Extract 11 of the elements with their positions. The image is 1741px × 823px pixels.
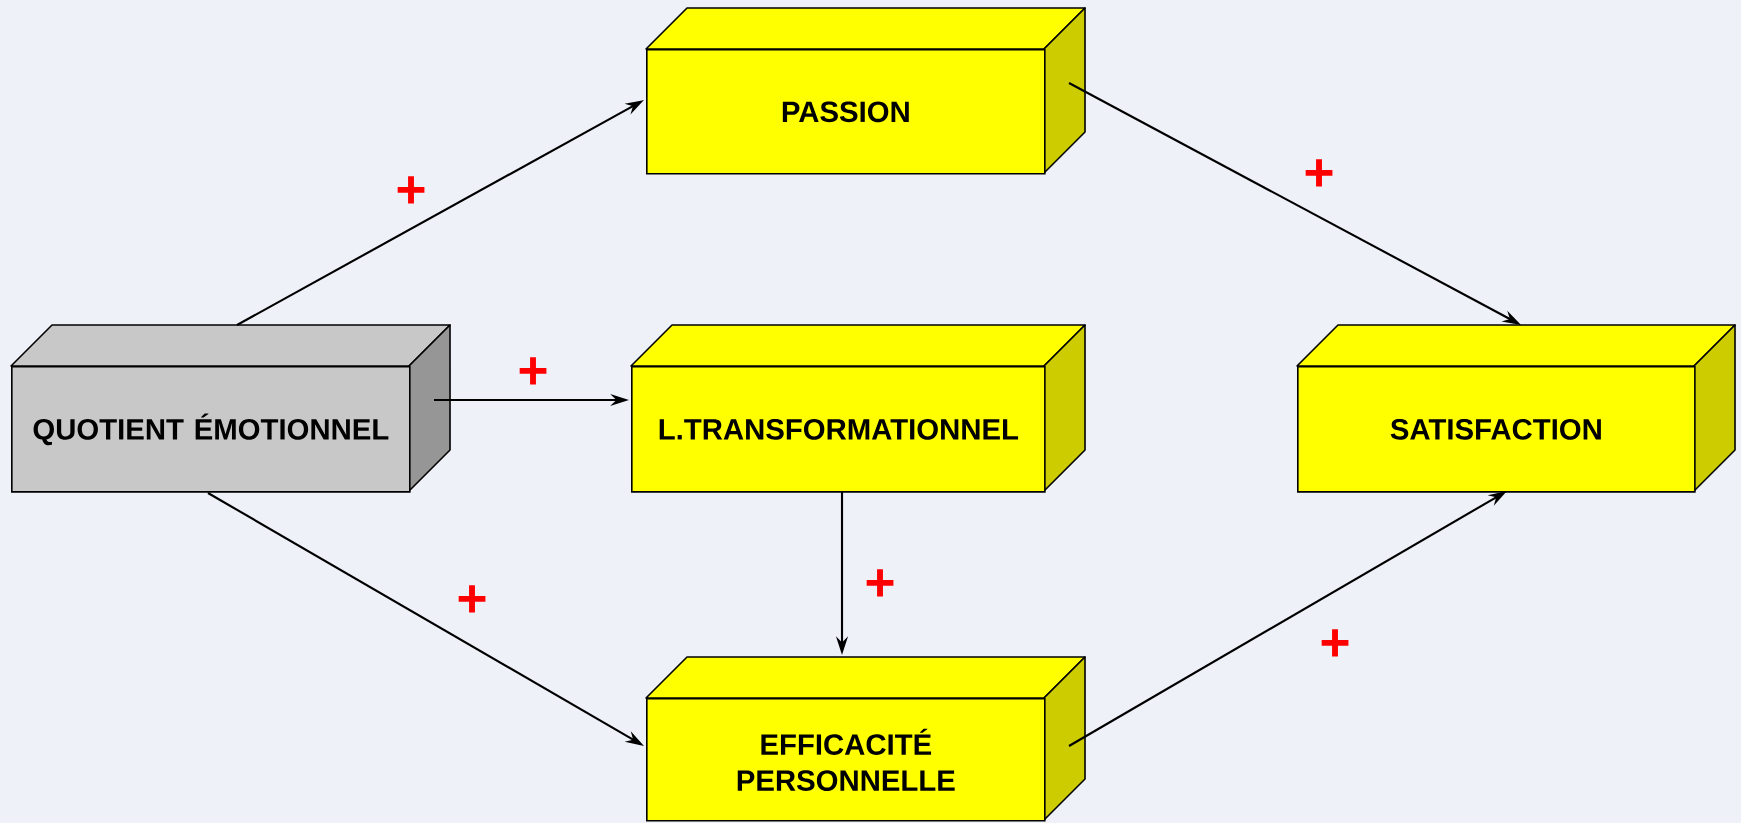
edge-label: + — [863, 568, 897, 602]
edge-label: + — [1318, 628, 1352, 662]
box-3d: QUOTIENT ÉMOTIONNEL — [10, 324, 451, 493]
box-3d: EFFICACITÉ PERSONNELLE — [645, 656, 1086, 822]
edge-label: + — [455, 584, 489, 618]
box-3d: PASSION — [645, 7, 1086, 175]
edge-label: + — [516, 356, 550, 390]
edge-label: + — [394, 175, 428, 209]
edge-label: + — [1302, 158, 1336, 192]
box-3d: L.TRANSFORMATIONNEL — [630, 324, 1086, 493]
box-3d: SATISFACTION — [1296, 324, 1736, 493]
